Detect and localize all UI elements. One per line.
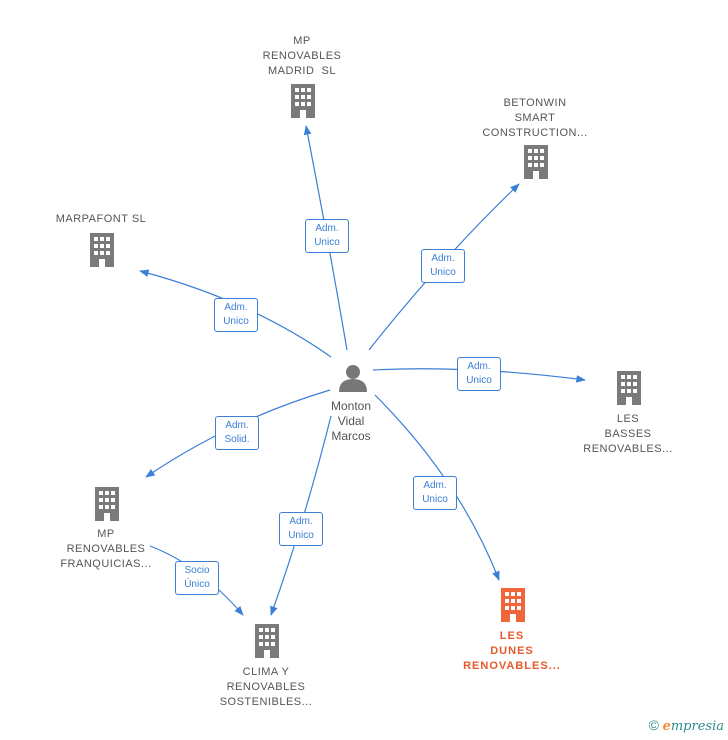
relation-label-line: Adm.	[224, 302, 248, 313]
company-label-line: DUNES	[490, 645, 534, 657]
relation-label-line: Unico	[223, 316, 249, 327]
company-label-line: MP	[97, 528, 115, 540]
company-label-line: FRANQUICIAS...	[60, 558, 152, 570]
company-label-marpafont[interactable]: MARPAFONT SL	[56, 212, 147, 227]
company-label-line: RENOVABLES	[262, 50, 342, 62]
building-icon-les-basses[interactable]	[617, 371, 641, 405]
relation-label-line: Adm.	[423, 480, 447, 491]
building-icon-marpafont[interactable]	[90, 233, 114, 267]
empresia-logo[interactable]: © empresia	[649, 717, 724, 734]
copyright-symbol: ©	[648, 717, 659, 733]
relation-label-line: Adm.	[225, 420, 249, 431]
building-icon-betonwin[interactable]	[524, 145, 548, 179]
company-label-line: MADRID SL	[268, 65, 336, 77]
brand-rest: mpresia	[670, 719, 724, 734]
company-label-line: RENOVABLES	[66, 543, 146, 555]
relation-label-line: Unico	[466, 375, 492, 386]
company-label-line: LES	[499, 630, 525, 642]
relation-label-betonwin[interactable]: Adm. Unico	[421, 249, 465, 283]
company-label-mp-franquicias[interactable]: MP RENOVABLES FRANQUICIAS...	[60, 527, 151, 572]
relation-label-mp-franquicias[interactable]: Adm. Solid.	[215, 416, 259, 450]
company-label-line: BASSES	[604, 428, 652, 440]
company-label-line: RENOVABLES...	[583, 443, 673, 455]
company-label-clima[interactable]: CLIMA Y RENOVABLES SOSTENIBLES...	[220, 665, 313, 710]
relation-label-clima[interactable]: Adm. Unico	[279, 512, 323, 546]
relation-label-line: Unico	[288, 530, 314, 541]
company-label-line: SMART	[514, 112, 556, 124]
company-label-line: BETONWIN	[503, 97, 567, 109]
company-label-line: RENOVABLES	[226, 681, 306, 693]
brand-first-letter: e	[662, 719, 671, 734]
relation-label-line: Unico	[422, 494, 448, 505]
relation-label-line: Solid.	[224, 434, 250, 445]
relation-label-line: Adm.	[315, 223, 339, 234]
relation-label-line: Único	[184, 579, 210, 590]
relation-label-marpafont[interactable]: Adm. Unico	[214, 298, 258, 332]
person-icon[interactable]	[339, 365, 367, 392]
company-label-line: MP	[293, 35, 311, 47]
company-label-line: MARPAFONT SL	[55, 213, 147, 225]
relation-label-line: Socio	[184, 565, 210, 576]
building-icon-les-dunes[interactable]	[501, 588, 525, 622]
building-icon-clima[interactable]	[255, 624, 279, 658]
company-label-mp-madrid[interactable]: MP RENOVABLES MADRID SL	[263, 34, 342, 79]
relation-label-line: Adm.	[289, 516, 313, 527]
building-icon-mp-franquicias[interactable]	[95, 487, 119, 521]
relation-label-mp-madrid[interactable]: Adm. Unico	[305, 219, 349, 253]
company-label-line: CONSTRUCTION...	[482, 127, 588, 139]
relation-label-line: Adm.	[467, 361, 491, 372]
person-name-line: Marcos	[331, 429, 371, 443]
company-label-les-dunes[interactable]: LES DUNES RENOVABLES...	[463, 629, 561, 674]
building-icon-mp-madrid[interactable]	[291, 84, 315, 118]
company-label-les-basses[interactable]: LES BASSES RENOVABLES...	[583, 412, 672, 457]
company-label-betonwin[interactable]: BETONWIN SMART CONSTRUCTION...	[482, 96, 587, 141]
relation-label-les-dunes[interactable]: Adm. Unico	[413, 476, 457, 510]
relation-label-line: Unico	[430, 267, 456, 278]
company-label-line: SOSTENIBLES...	[219, 696, 313, 708]
relation-label-line: Unico	[314, 237, 340, 248]
person-name-line: Vidal	[337, 414, 365, 428]
person-name-line: Monton	[330, 399, 372, 413]
company-label-line: CLIMA Y	[242, 666, 290, 678]
relation-label-les-basses[interactable]: Adm. Unico	[457, 357, 501, 391]
company-label-line: LES	[616, 413, 640, 425]
company-label-line: RENOVABLES...	[463, 660, 561, 672]
relation-label-line: Adm.	[431, 253, 455, 264]
